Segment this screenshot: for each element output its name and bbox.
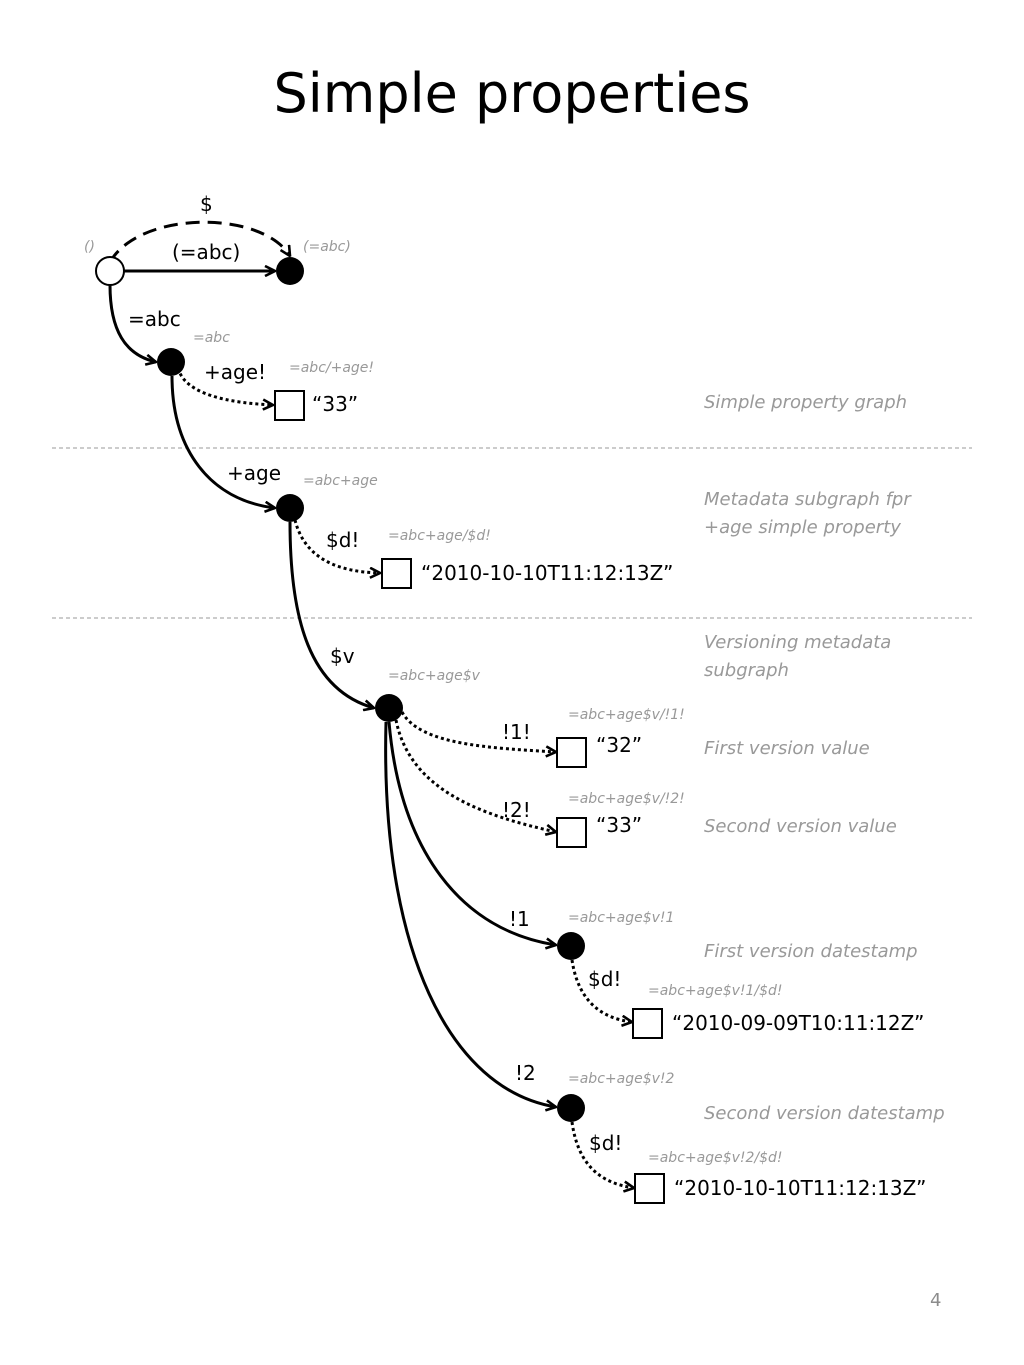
edge-label: $d! <box>589 1131 622 1155</box>
edge-label: +age! <box>204 360 266 384</box>
literal-value: “33” <box>596 813 642 837</box>
page-number: 4 <box>930 1290 942 1311</box>
edge-label: $d! <box>326 528 359 552</box>
uri-label: =abc+age/$d! <box>388 528 491 544</box>
edge-eq-abc <box>108 284 156 362</box>
section-note: Versioning metadata <box>704 632 891 653</box>
uri-label: =abc+age$v!2 <box>568 1071 675 1087</box>
edge-v2-bang <box>394 719 556 832</box>
edge-v <box>288 521 374 708</box>
literal-value: “2010-09-09T10:11:12Z” <box>672 1011 924 1035</box>
edge-label: !2 <box>515 1061 536 1085</box>
literal-value: “2010-10-10T11:12:13Z” <box>421 561 673 585</box>
edge-label: =abc <box>128 307 181 331</box>
uri-label: =abc+age$v!2/$d! <box>648 1150 783 1166</box>
edge-label: (=abc) <box>172 240 240 264</box>
edge-label: !1! <box>502 720 531 744</box>
section-note: Simple property graph <box>704 392 907 413</box>
abc-node <box>157 348 185 376</box>
literal-box <box>556 817 587 848</box>
edge-label: $ <box>200 192 213 216</box>
literal-box <box>632 1008 663 1039</box>
section-note: Metadata subgraph fpr <box>704 489 912 510</box>
uri-label: =abc <box>193 330 230 346</box>
uri-label: =abc+age$v!1/$d! <box>648 983 783 999</box>
uri-label: =abc/+age! <box>289 360 374 376</box>
uri-label: =abc+age$v <box>388 668 481 684</box>
edge-label: !2! <box>502 798 531 822</box>
uri-label: () <box>84 239 95 255</box>
literal-box <box>381 558 412 589</box>
edge-dollar <box>108 220 290 263</box>
abc-paren-node <box>276 257 304 285</box>
edge-v2 <box>384 721 556 1107</box>
edge-label: +age <box>227 461 281 485</box>
edge-label: $d! <box>588 967 621 991</box>
edge-plus-age-bang <box>176 367 273 405</box>
edge-label: !1 <box>509 907 530 931</box>
section-note: First version value <box>704 738 870 759</box>
versioning-node <box>375 694 403 722</box>
section-note: subgraph <box>704 660 789 681</box>
version2-node <box>557 1094 585 1122</box>
edge-d-bang-1 <box>293 519 380 573</box>
literal-box <box>556 737 587 768</box>
section-note: First version datestamp <box>704 941 918 962</box>
literal-value: “32” <box>596 733 642 757</box>
edge-v1-bang <box>400 711 556 752</box>
uri-label: =abc+age$v!1 <box>568 910 674 926</box>
section-note: +age simple property <box>704 517 901 538</box>
edge-d-bang-3 <box>570 1121 634 1188</box>
uri-label: (=abc) <box>303 239 351 255</box>
edge-d-bang-2 <box>570 959 632 1022</box>
literal-box <box>634 1173 665 1204</box>
section-note: Second version value <box>704 816 897 837</box>
uri-label: =abc+age$v/!1! <box>568 707 685 723</box>
uri-label: =abc+age <box>303 473 378 489</box>
page-title: Simple properties <box>273 62 751 125</box>
literal-value: “2010-10-10T11:12:13Z” <box>674 1176 926 1200</box>
version1-node <box>557 932 585 960</box>
literal-value: “33” <box>312 392 358 416</box>
edge-label: $v <box>330 644 355 668</box>
age-node <box>276 494 304 522</box>
uri-label: =abc+age$v/!2! <box>568 791 685 807</box>
edge-v1 <box>387 721 556 945</box>
edge-plus-age <box>170 375 275 508</box>
literal-box <box>274 390 305 421</box>
section-note: Second version datestamp <box>704 1103 945 1124</box>
root-node <box>95 256 125 286</box>
